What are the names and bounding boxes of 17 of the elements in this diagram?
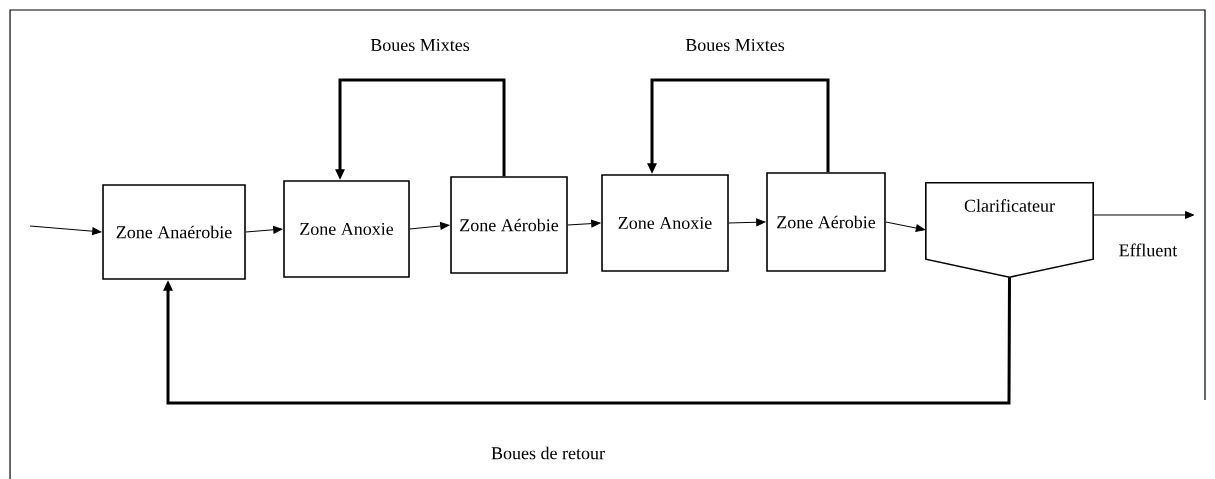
arrow: [728, 218, 766, 227]
arrow: [29, 225, 102, 236]
edge-label: Boues Mixtes: [684, 37, 786, 53]
process-box: Zone Anaérobie: [102, 184, 246, 280]
arrow: [567, 219, 601, 228]
process-box: Zone Aérobie: [450, 176, 568, 274]
process-box: Zone Aérobie: [766, 172, 886, 272]
arrow: [409, 222, 450, 230]
arrow: [245, 225, 283, 234]
edge-label: Boues de retour: [490, 445, 606, 461]
process-box: Zone Anoxie: [283, 180, 410, 278]
arrow: [885, 221, 925, 232]
edge-label: Effluent: [1117, 242, 1179, 258]
process-box: Zone Anoxie: [601, 174, 729, 272]
arrow: [163, 277, 1011, 405]
arrow: [1092, 211, 1195, 219]
edge-label: Boues Mixtes: [369, 37, 471, 53]
